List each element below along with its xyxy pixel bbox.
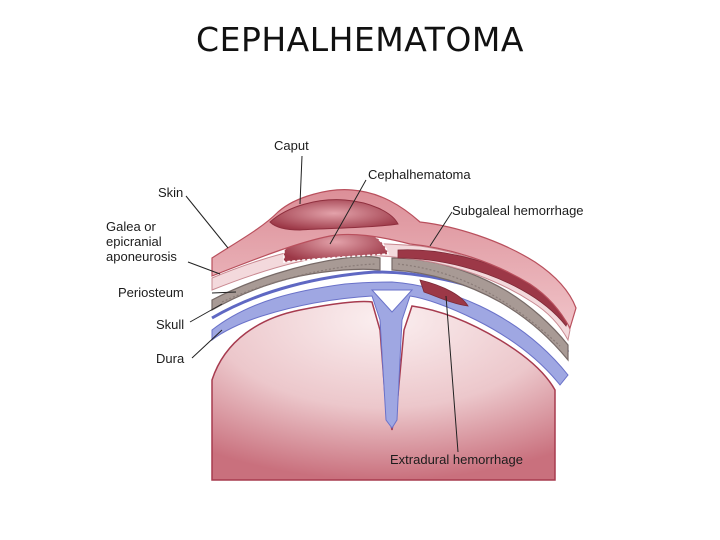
label-galea-line2: epicranial [106, 234, 162, 249]
label-caput: Caput [274, 138, 309, 153]
label-extradural: Extradural hemorrhage [390, 452, 523, 467]
skull-leader [189, 303, 223, 323]
label-skin: Skin [158, 185, 183, 200]
label-galea-line3: aponeurosis [106, 249, 177, 264]
label-subgaleal: Subgaleal hemorrhage [452, 203, 584, 218]
label-cephalhematoma: Cephalhematoma [368, 167, 471, 182]
label-dura: Dura [156, 351, 185, 366]
subgaleal-hemorrhage-band [397, 249, 569, 327]
extradural-hemorrhage-pocket [419, 279, 469, 307]
caput-swelling [269, 199, 399, 231]
skull-texture [221, 263, 561, 347]
dura-leader [191, 329, 223, 359]
cephalhematoma-diagram: Caput Cephalhematoma Skin Galea or epicr… [106, 138, 584, 481]
skull-right-plate [391, 257, 569, 362]
galea-leader [187, 261, 221, 275]
dura-layer [211, 281, 569, 429]
label-periosteum: Periosteum [118, 285, 184, 300]
periosteum-leader [211, 291, 237, 294]
skin-leader [185, 195, 229, 249]
page-title: CEPHALHEMATOMA [196, 20, 524, 59]
subgaleal-leader [429, 211, 453, 247]
caput-leader [299, 155, 303, 205]
cephalhematoma-leader [329, 179, 367, 245]
label-galea-line1: Galea or [106, 219, 157, 234]
label-skull: Skull [156, 317, 184, 332]
extradural-leader [445, 295, 459, 453]
sagittal-sinus [370, 289, 414, 313]
